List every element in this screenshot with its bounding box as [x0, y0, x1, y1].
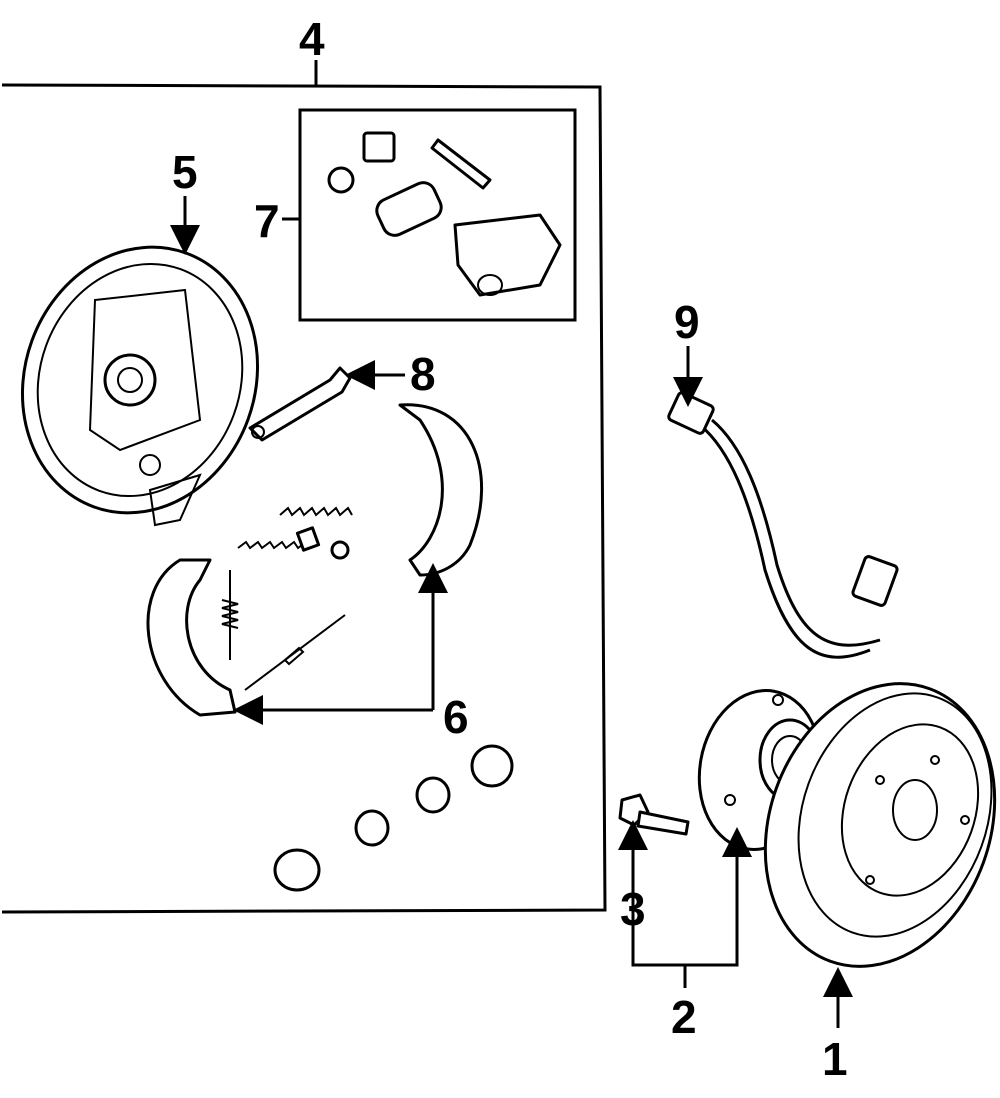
callout-3: 3	[620, 883, 646, 935]
springs-hardware-icon	[221, 506, 353, 691]
callout-4: 4	[299, 13, 325, 65]
hub-bolt-icon	[618, 793, 690, 836]
callout-2: 2	[671, 991, 697, 1043]
wheel-cylinder-kit-icon	[327, 131, 562, 297]
callout-6: 6	[443, 691, 469, 743]
callout-1: 1	[822, 1033, 848, 1085]
brake-hose-icon	[667, 391, 899, 659]
adjuster-icon	[248, 366, 352, 442]
kit-box	[298, 108, 577, 322]
callout-8: 8	[410, 348, 436, 400]
callout-9: 9	[674, 296, 700, 348]
callout-7: 7	[254, 195, 280, 247]
backing-plate-icon	[20, 245, 260, 527]
callout-5: 5	[172, 146, 198, 198]
brake-assembly-frame	[1, 60, 607, 914]
bushings-icon	[273, 744, 514, 892]
leader-lines	[170, 196, 853, 1028]
brake-drum-icon	[763, 682, 997, 968]
